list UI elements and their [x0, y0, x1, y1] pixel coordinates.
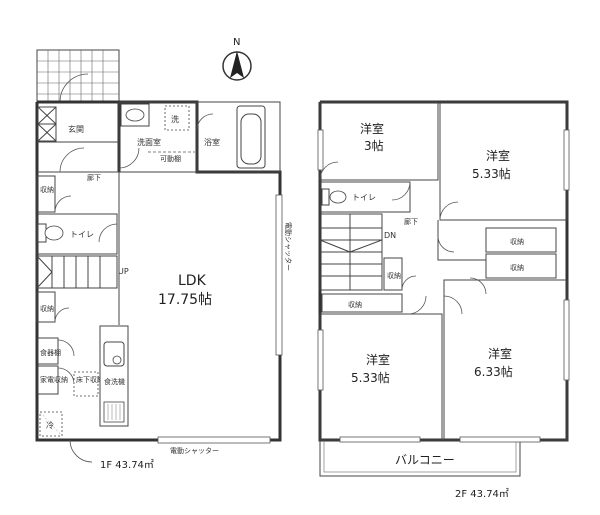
window-2f-s2: [459, 436, 541, 443]
storage-2f-left: 収納: [321, 293, 403, 313]
window-2f-e1: [563, 129, 570, 191]
room-western-533-lower: 洋室 5.33帖: [319, 295, 443, 441]
storage-1f-lower: 収納: [36, 291, 70, 323]
room-western-533-upper: 洋室 5.33帖: [439, 101, 568, 221]
compass-icon: N: [222, 37, 252, 81]
toilet-2f: トイレ: [319, 181, 411, 213]
room-633-size: 6.33帖: [474, 364, 513, 379]
ldk-size: 17.75帖: [158, 292, 212, 308]
window-2f-w2: [317, 329, 324, 391]
fridge-space: 冷: [39, 411, 63, 437]
floor1-area: 1F 43.74㎡: [100, 459, 154, 471]
window-2f-w1: [317, 129, 324, 171]
floor1-plan: 玄関 洗 洗面室 可動棚 浴室 廊下: [35, 49, 293, 471]
underfloor-storage: [73, 371, 99, 397]
storage-label-2f-right-upper: 収納: [510, 237, 524, 246]
stairs-1f: UP: [36, 255, 129, 289]
room-western-633: 洋室 6.33帖: [443, 279, 568, 441]
movable-shelf-label: 可動棚: [160, 154, 181, 163]
window-2f-s1: [339, 436, 421, 443]
washing-machine-space: [164, 105, 190, 131]
toilet-label-1f: トイレ: [70, 230, 94, 239]
dishwasher-label: 食洗機: [104, 377, 125, 386]
washing-machine-label: 洗: [171, 114, 179, 124]
genkan-label: 玄関: [68, 124, 84, 134]
storage-label-2f-left: 収納: [348, 300, 362, 309]
washroom: 洗 洗面室 可動棚: [118, 101, 198, 173]
room-western-3jo: 洋室 3帖: [319, 101, 439, 181]
window-shutter-right: [275, 194, 283, 356]
shoe-cabinet: [37, 106, 57, 142]
stairs-2f: DN: [319, 213, 396, 291]
genkan-room: 玄関: [37, 106, 119, 173]
storage-1f-upper: 収納: [36, 175, 72, 213]
storage-label-2: 収納: [40, 304, 54, 313]
floor2-area: 2F 43.74㎡: [455, 488, 509, 500]
kitchen-sink: [103, 341, 125, 367]
room-533-lower-size: 5.33帖: [351, 370, 390, 385]
stairs-down-label: DN: [384, 231, 396, 240]
toilet-1f: トイレ: [36, 213, 118, 255]
balcony-label: バルコニー: [395, 453, 455, 467]
storage-label-1: 収納: [40, 185, 54, 194]
hallway-label-2f: 廊下: [404, 217, 418, 226]
room-3jo-name: 洋室: [360, 121, 384, 136]
room-633-name: 洋室: [488, 346, 512, 361]
fridge-label: 冷: [46, 420, 54, 430]
shutter-right-label: 電動シャッター: [284, 222, 293, 271]
window-shutter-bottom: [157, 436, 271, 444]
ldk-name: LDK: [178, 273, 207, 289]
storage-2f-right-lower: 収納: [485, 253, 557, 279]
cooktop: [103, 401, 125, 423]
storage-label-2f-small: 収納: [387, 271, 401, 280]
storage-label-2f-right-lower: 収納: [510, 263, 524, 272]
balcony: バルコニー: [319, 439, 521, 477]
stairs-up-label: UP: [118, 267, 129, 276]
underfloor-storage-label: 床下収納庫: [76, 375, 111, 384]
washroom-label: 洗面室: [137, 137, 161, 147]
storage-2f-right-upper: 収納: [485, 227, 557, 253]
appliance-storage-label: 家電収納: [40, 375, 68, 384]
room-533-lower-name: 洋室: [366, 352, 390, 367]
ldk-room: LDK 17.75帖: [118, 172, 212, 325]
entrance-porch: [36, 49, 120, 103]
toilet-label-2f: トイレ: [352, 193, 376, 202]
back-door: [69, 439, 93, 463]
shutter-bottom-label: 電動シャッター: [170, 446, 219, 455]
room-3jo-size: 3帖: [364, 138, 384, 153]
cupboard-label: 食器棚: [40, 348, 61, 357]
compass-north-label: N: [233, 37, 240, 48]
kitchen-area: 食器棚 家電収納 床下収納庫 食洗機: [37, 325, 129, 427]
bathroom: 浴室: [196, 101, 281, 173]
bathroom-label: 浴室: [204, 137, 220, 147]
room-533-upper-size: 5.33帖: [472, 166, 511, 181]
window-2f-e2: [563, 299, 570, 381]
wash-basin: [120, 103, 150, 127]
floor2-plan: バルコニー 洋室 3帖 洋室 5.33帖 トイレ 廊下: [317, 100, 570, 500]
room-533-upper-name: 洋室: [486, 148, 510, 163]
hallway-label-1f: 廊下: [87, 173, 101, 182]
storage-2f-small: 収納: [383, 257, 417, 291]
bathtub: [240, 113, 262, 165]
